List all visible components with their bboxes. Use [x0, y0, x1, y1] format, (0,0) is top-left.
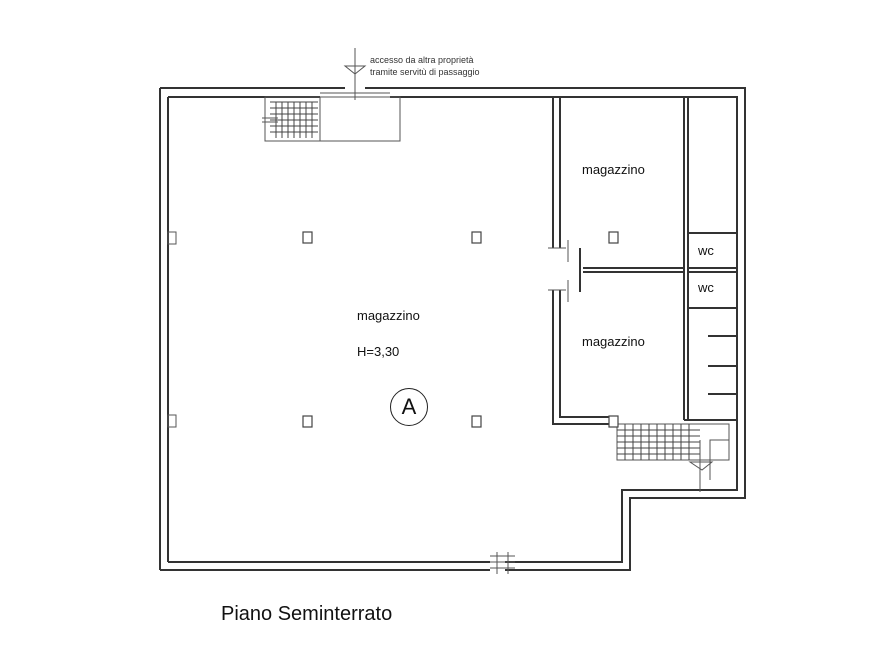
stair-bottom-right [616, 423, 730, 492]
wall-niches [167, 231, 177, 428]
bottom-opening [490, 552, 515, 574]
room-label-main: magazzino [357, 308, 420, 323]
room-label-wc-lower: wc [698, 280, 714, 295]
room-label-lower-right: magazzino [582, 334, 645, 349]
access-note-line-1: accesso da altra proprietà [370, 55, 474, 65]
access-note: accesso da altra proprietà tramite servi… [370, 54, 480, 78]
wall-ribs [708, 307, 737, 395]
room-label-upper-right: magazzino [582, 162, 645, 177]
pillar [471, 231, 482, 244]
pillar [302, 231, 313, 244]
pillars [302, 231, 619, 428]
plan-title: Piano Seminterrato [221, 603, 393, 625]
pillar [471, 415, 482, 428]
entry-arrow [320, 48, 390, 100]
unit-marker: A [390, 388, 428, 426]
stair-top-left [262, 96, 401, 142]
room-height-label: H=3,30 [357, 344, 400, 359]
outer-walls [159, 87, 746, 571]
door-marks [548, 240, 569, 302]
pillar [302, 415, 313, 428]
access-note-line-2: tramite servitù di passaggio [370, 67, 480, 77]
pillar [608, 231, 619, 244]
pillar [608, 415, 619, 428]
interior-walls [552, 97, 737, 425]
room-label-wc-upper: wc [698, 243, 714, 258]
unit-marker-letter: A [401, 394, 417, 419]
